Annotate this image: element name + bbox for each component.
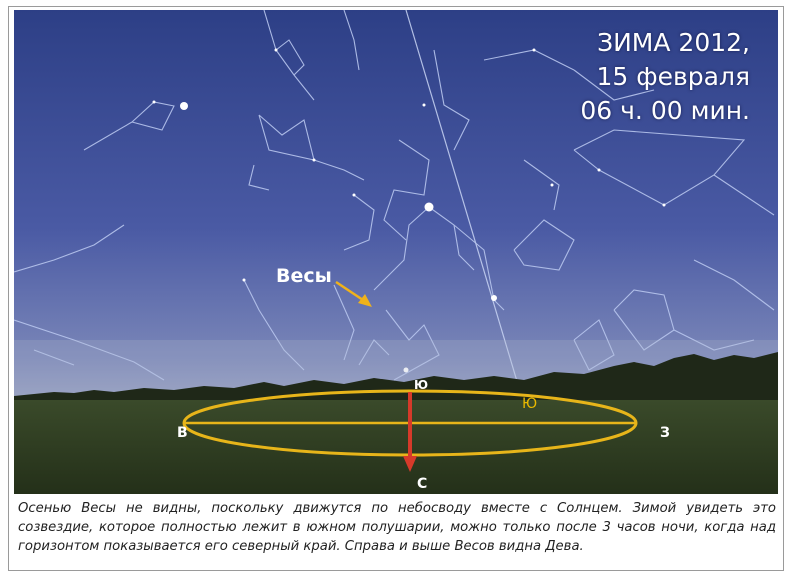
ground bbox=[14, 400, 778, 494]
south-label-top: Ю bbox=[414, 378, 429, 392]
constellation-left-top bbox=[131, 101, 175, 131]
libra-label: Весы bbox=[276, 265, 332, 287]
libra-pointer-arrow bbox=[335, 280, 367, 304]
north-label: С bbox=[417, 476, 428, 492]
date-title-line1: ЗИМА 2012, bbox=[597, 28, 750, 57]
tree-line bbox=[14, 352, 778, 402]
west-label: З bbox=[660, 425, 670, 441]
date-title: ЗИМА 2012, 15 февраля 06 ч. 00 мин. bbox=[580, 26, 750, 128]
stars bbox=[152, 48, 666, 373]
constellation-lines bbox=[14, 10, 775, 381]
ecliptic-line bbox=[405, 10, 520, 389]
bright-star bbox=[180, 102, 188, 110]
date-title-line3: 06 ч. 00 мин. bbox=[580, 96, 750, 125]
sky-scene: ЗИМА 2012, 15 февраля 06 ч. 00 мин. Весы… bbox=[14, 10, 778, 494]
date-title-line2: 15 февраля bbox=[596, 62, 750, 91]
arrow-head bbox=[403, 456, 417, 472]
south-label-horizon: Ю bbox=[522, 396, 538, 412]
sky-map bbox=[14, 10, 778, 494]
east-label: В bbox=[177, 425, 188, 441]
bright-star bbox=[424, 202, 434, 212]
bright-star bbox=[491, 295, 497, 301]
figure-caption: Осенью Весы не видны, поскольку движутся… bbox=[18, 501, 776, 554]
